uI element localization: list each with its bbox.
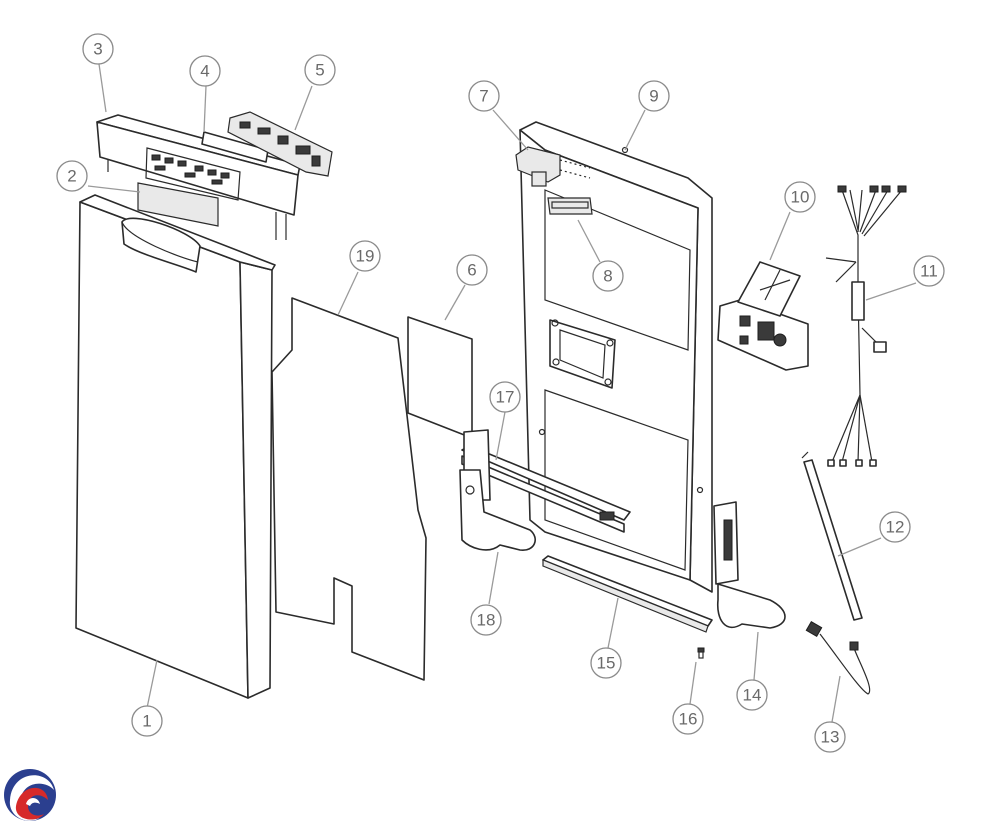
svg-text:18: 18 — [477, 611, 496, 630]
svg-text:2: 2 — [67, 167, 76, 186]
callout-4: 4 — [189, 55, 221, 87]
callout-9: 9 — [638, 80, 670, 112]
part-screw — [697, 647, 705, 659]
part-door-spring — [801, 451, 863, 621]
svg-text:19: 19 — [356, 247, 375, 266]
callout-11: 11 — [913, 255, 945, 287]
svg-text:3: 3 — [93, 40, 102, 59]
callout-13: 13 — [814, 721, 846, 753]
part-sensor-cable — [805, 620, 871, 695]
callout-3: 3 — [82, 33, 114, 65]
svg-text:9: 9 — [649, 87, 658, 106]
callout-5: 5 — [304, 54, 336, 86]
svg-text:8: 8 — [603, 267, 612, 286]
svg-text:14: 14 — [743, 686, 762, 705]
part-door-latch — [717, 261, 809, 371]
svg-text:5: 5 — [315, 61, 324, 80]
part-dispenser — [515, 146, 591, 187]
swirl-logo-icon — [4, 769, 56, 821]
part-trim-strip — [201, 131, 269, 163]
svg-text:6: 6 — [467, 261, 476, 280]
part-outer-door-panel — [75, 194, 276, 699]
svg-text:17: 17 — [496, 388, 515, 407]
callout-18: 18 — [470, 604, 502, 636]
callout-16: 16 — [672, 703, 704, 735]
part-label-plate — [137, 182, 219, 227]
callout-17: 17 — [489, 381, 521, 413]
callout-15: 15 — [590, 647, 622, 679]
part-pad — [407, 316, 473, 439]
callout-10: 10 — [784, 181, 816, 213]
callout-19: 19 — [349, 240, 381, 272]
callout-2: 2 — [56, 160, 88, 192]
part-left-hinge — [459, 469, 536, 551]
callout-14: 14 — [736, 679, 768, 711]
callout-1: 1 — [131, 705, 163, 737]
svg-text:12: 12 — [886, 518, 905, 537]
callout-8: 8 — [592, 260, 624, 292]
callout-7: 7 — [468, 80, 500, 112]
part-control-panel — [96, 114, 301, 240]
callout-6: 6 — [456, 254, 488, 286]
leader-lines — [87, 63, 917, 723]
svg-text:1: 1 — [142, 712, 151, 731]
part-bottom-trim — [542, 555, 713, 633]
svg-text:16: 16 — [679, 710, 698, 729]
callout-12: 12 — [879, 511, 911, 543]
svg-text:13: 13 — [821, 728, 840, 747]
part-right-hinge — [713, 501, 786, 629]
part-rinse-cap — [547, 197, 593, 215]
part-insulation — [271, 297, 427, 681]
part-inner-door — [519, 121, 713, 593]
callouts: 1 2 3 4 5 6 7 8 — [56, 33, 945, 753]
svg-text:7: 7 — [479, 87, 488, 106]
part-control-board — [227, 111, 333, 177]
part-wire-harness — [825, 185, 907, 467]
svg-text:4: 4 — [200, 62, 209, 81]
svg-text:11: 11 — [920, 262, 938, 281]
svg-text:15: 15 — [597, 654, 616, 673]
svg-text:10: 10 — [791, 188, 810, 207]
